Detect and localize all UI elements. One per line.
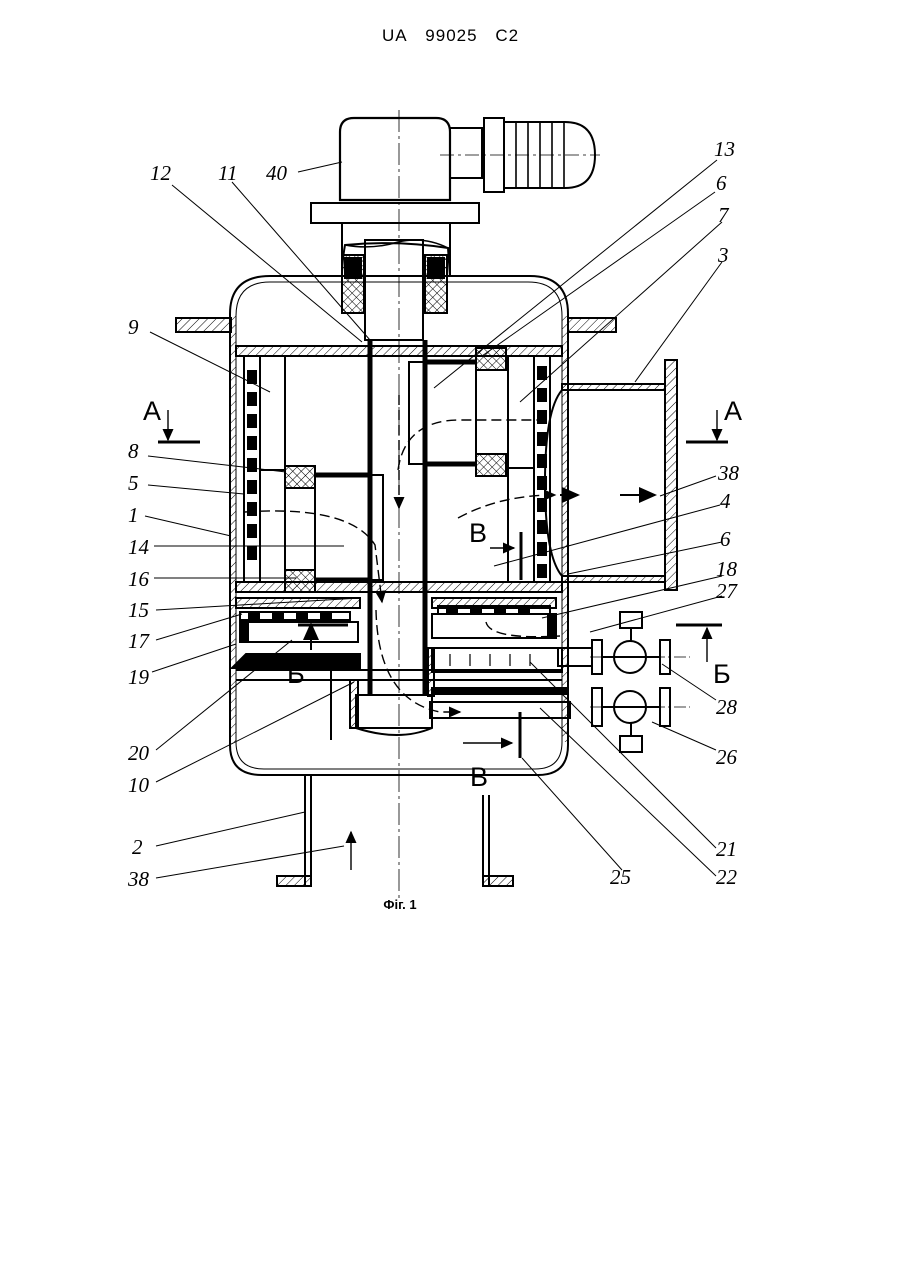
label-25: 25 bbox=[610, 865, 631, 889]
label-9: 9 bbox=[128, 315, 139, 339]
drain-valves bbox=[430, 612, 690, 752]
label-18: 18 bbox=[716, 557, 738, 581]
label-17: 17 bbox=[128, 629, 151, 653]
label-15: 15 bbox=[128, 598, 149, 622]
label-40: 40 bbox=[266, 161, 288, 185]
label-11: 11 bbox=[218, 161, 237, 185]
label-8: 8 bbox=[128, 439, 139, 463]
label-10: 10 bbox=[128, 773, 150, 797]
label-13: 13 bbox=[714, 137, 735, 161]
label-27: 27 bbox=[716, 579, 739, 603]
section-b-right: Б bbox=[713, 659, 731, 689]
label-38-upper: 38 bbox=[717, 461, 740, 485]
label-12: 12 bbox=[150, 161, 172, 185]
section-b-left: Б bbox=[287, 659, 305, 689]
label-14: 14 bbox=[128, 535, 150, 559]
section-a-right: А bbox=[724, 396, 742, 426]
label-6-lower: 6 bbox=[720, 527, 731, 551]
label-22: 22 bbox=[716, 865, 738, 889]
label-5: 5 bbox=[128, 471, 139, 495]
left-tray bbox=[232, 598, 360, 668]
label-4: 4 bbox=[720, 489, 731, 513]
label-7: 7 bbox=[718, 203, 730, 227]
figure-caption: Фіг. 1 bbox=[383, 897, 416, 912]
right-tray bbox=[428, 598, 567, 696]
label-26: 26 bbox=[716, 745, 738, 769]
label-20: 20 bbox=[128, 741, 150, 765]
section-a-left: А bbox=[143, 396, 161, 426]
section-v-lower: В bbox=[470, 762, 488, 792]
mount-plate bbox=[311, 203, 479, 223]
label-1: 1 bbox=[128, 503, 139, 527]
label-2: 2 bbox=[132, 835, 143, 859]
motor-40 bbox=[340, 118, 600, 200]
label-19: 19 bbox=[128, 665, 150, 689]
label-6-upper: 6 bbox=[716, 171, 727, 195]
label-21: 21 bbox=[716, 837, 737, 861]
label-3: 3 bbox=[717, 243, 729, 267]
left-cartridge bbox=[244, 356, 383, 592]
label-16: 16 bbox=[128, 567, 150, 591]
upper-plate bbox=[236, 346, 562, 356]
label-38-lower: 38 bbox=[127, 867, 150, 891]
section-v-upper: В bbox=[469, 518, 487, 548]
label-28: 28 bbox=[716, 695, 738, 719]
part-labels: 40 12 11 13 6 7 3 9 8 5 1 14 16 15 17 19… bbox=[127, 137, 740, 891]
